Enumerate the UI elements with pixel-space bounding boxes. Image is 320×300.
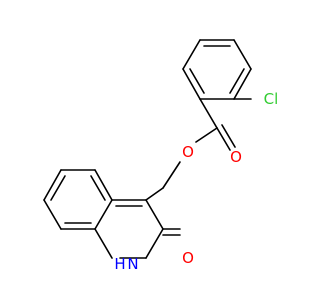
bond: [199, 98, 218, 129]
bond: [221, 124, 236, 148]
bond: [90, 175, 106, 201]
bond: [94, 228, 113, 259]
bond: [145, 228, 164, 259]
bond: [195, 127, 218, 143]
nitrogen-label: N: [127, 255, 138, 273]
lactam-oxygen-label: O: [182, 249, 194, 267]
bond: [94, 199, 113, 230]
bond: [182, 39, 201, 70]
bond: [145, 199, 164, 230]
carbonyl-oxygen-label: O: [230, 148, 242, 166]
bond: [216, 127, 231, 151]
chlorophenyl-ring: [182, 39, 252, 100]
bond: [233, 39, 252, 70]
bond: [189, 68, 205, 94]
benzo-ring: [43, 169, 113, 230]
bond: [233, 68, 252, 100]
bond: [145, 187, 164, 201]
bond: [182, 68, 201, 100]
bond: [43, 199, 62, 230]
structure-canvas: Cl O O O N H: [43, 39, 279, 273]
bond: [94, 169, 113, 201]
molecule-structure: Cl O O O N H: [43, 39, 279, 273]
bond: [162, 161, 181, 189]
chlorine-label: Cl: [264, 90, 279, 108]
nitrogen-hydrogen-label: H: [114, 255, 125, 273]
bond: [43, 169, 62, 201]
bond: [50, 175, 66, 201]
pyridone-ring: [94, 199, 181, 259]
ester-oxygen-label: O: [182, 143, 194, 161]
bond: [229, 68, 245, 94]
